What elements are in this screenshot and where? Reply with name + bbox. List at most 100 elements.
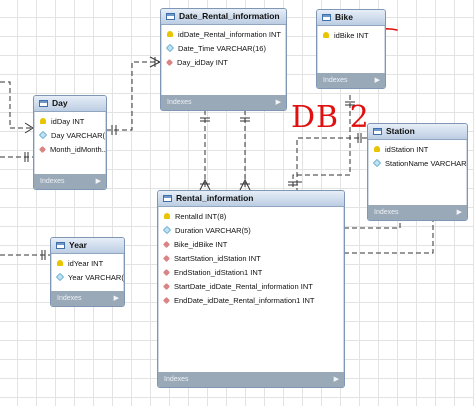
column-label: idDay INT bbox=[51, 117, 85, 126]
tick-day bbox=[111, 125, 117, 135]
indexes-label: Indexes bbox=[374, 209, 399, 216]
table-header[interactable]: Date_Rental_information bbox=[161, 9, 286, 25]
table-header[interactable]: Rental_information bbox=[158, 191, 344, 207]
column-row[interactable]: StationName VARCHAR(... bbox=[368, 157, 467, 171]
attribute-icon bbox=[165, 43, 175, 53]
column-label: idDate_Rental_information INT bbox=[178, 30, 281, 39]
indexes-footer[interactable]: Indexes ▶ bbox=[368, 205, 467, 220]
tick-bike bbox=[345, 101, 355, 106]
indexes-footer[interactable]: Indexes ▶ bbox=[161, 95, 286, 110]
column-label: Year VARCHAR(... bbox=[68, 273, 124, 282]
attribute-icon bbox=[372, 158, 382, 168]
tick-date-2 bbox=[240, 117, 250, 122]
primary-key-icon bbox=[374, 146, 380, 152]
column-row[interactable]: EndDate_idDate_Rental_information1 INT bbox=[158, 294, 344, 308]
column-label: Day_idDay INT bbox=[177, 58, 228, 67]
indexes-label: Indexes bbox=[167, 99, 192, 106]
table-rental-information[interactable]: Rental_information RentalId INT(8) Durat… bbox=[157, 190, 345, 388]
foreign-key-icon bbox=[162, 240, 171, 249]
foreign-key-icon bbox=[162, 296, 171, 305]
expand-arrow-icon[interactable]: ▶ bbox=[374, 77, 380, 84]
column-row[interactable]: StartDate_idDate_Rental_information INT bbox=[158, 280, 344, 294]
foreign-key-icon bbox=[38, 145, 47, 154]
column-row[interactable]: Day VARCHAR( bbox=[34, 129, 106, 143]
column-row[interactable]: idDate_Rental_information INT bbox=[161, 28, 286, 42]
column-label: Month_idMonth... bbox=[50, 145, 106, 154]
column-label: StartStation_idStation INT bbox=[174, 254, 261, 263]
expand-arrow-icon[interactable]: ▶ bbox=[95, 178, 101, 185]
table-icon bbox=[322, 14, 331, 21]
column-label: RentalId INT(8) bbox=[175, 212, 227, 221]
table-year[interactable]: Year idYear INT Year VARCHAR(... Indexes… bbox=[50, 237, 125, 307]
table-title: Bike bbox=[335, 12, 353, 22]
primary-key-icon bbox=[323, 32, 329, 38]
tick-offscreen-day bbox=[24, 152, 29, 162]
expand-arrow-icon[interactable]: ▶ bbox=[113, 295, 119, 302]
table-header[interactable]: Station bbox=[368, 124, 467, 140]
indexes-label: Indexes bbox=[164, 376, 189, 383]
table-icon bbox=[56, 242, 65, 249]
table-header[interactable]: Bike bbox=[317, 10, 385, 26]
indexes-footer[interactable]: Indexes ▶ bbox=[317, 73, 385, 88]
indexes-footer[interactable]: Indexes ▶ bbox=[51, 291, 124, 306]
table-icon bbox=[373, 128, 382, 135]
table-bike[interactable]: Bike idBike INT Indexes ▶ bbox=[316, 9, 386, 89]
attribute-icon bbox=[55, 272, 65, 282]
column-row[interactable]: EndStation_idStation1 INT bbox=[158, 266, 344, 280]
crowfoot-rental-2 bbox=[239, 178, 251, 191]
attribute-icon bbox=[162, 225, 172, 235]
table-icon bbox=[39, 100, 48, 107]
column-row[interactable]: Month_idMonth... bbox=[34, 143, 106, 157]
column-row[interactable]: RentalId INT(8) bbox=[158, 210, 344, 224]
table-title: Year bbox=[69, 240, 87, 250]
column-label: Day VARCHAR( bbox=[51, 131, 106, 140]
column-row[interactable]: Day_idDay INT bbox=[161, 56, 286, 70]
link-station-rental bbox=[296, 137, 367, 190]
column-label: EndDate_idDate_Rental_information1 INT bbox=[174, 296, 315, 305]
table-icon bbox=[166, 13, 175, 20]
foreign-key-icon bbox=[165, 58, 174, 67]
indexes-label: Indexes bbox=[57, 295, 82, 302]
column-label: idStation INT bbox=[385, 145, 429, 154]
indexes-footer[interactable]: Indexes ▶ bbox=[34, 174, 106, 189]
expand-arrow-icon[interactable]: ▶ bbox=[333, 376, 339, 383]
primary-key-icon bbox=[164, 213, 170, 219]
expand-arrow-icon[interactable]: ▶ bbox=[456, 209, 462, 216]
column-row[interactable]: idStation INT bbox=[368, 143, 467, 157]
column-label: Date_Time VARCHAR(16) bbox=[178, 44, 266, 53]
table-header[interactable]: Year bbox=[51, 238, 124, 254]
foreign-key-icon bbox=[162, 254, 171, 263]
table-title: Day bbox=[52, 98, 68, 108]
table-date-rental-information[interactable]: Date_Rental_information idDate_Rental_in… bbox=[160, 8, 287, 111]
primary-key-icon bbox=[40, 118, 46, 124]
column-row[interactable]: Duration VARCHAR(5) bbox=[158, 224, 344, 238]
table-station[interactable]: Station idStation INT StationName VARCHA… bbox=[367, 123, 468, 221]
column-row[interactable]: idDay INT bbox=[34, 115, 106, 129]
table-day[interactable]: Day idDay INT Day VARCHAR( Month_idMonth… bbox=[33, 95, 107, 190]
tick-station bbox=[357, 133, 362, 143]
primary-key-icon bbox=[57, 260, 63, 266]
column-row[interactable]: Year VARCHAR(... bbox=[51, 271, 124, 285]
indexes-footer[interactable]: Indexes ▶ bbox=[158, 372, 344, 387]
column-row[interactable]: idBike INT bbox=[317, 29, 385, 43]
column-row[interactable]: Date_Time VARCHAR(16) bbox=[161, 42, 286, 56]
table-title: Rental_information bbox=[176, 193, 254, 203]
attribute-icon bbox=[38, 130, 48, 140]
tick-date-1 bbox=[200, 117, 210, 122]
column-row[interactable]: idYear INT bbox=[51, 257, 124, 271]
column-label: idBike INT bbox=[334, 31, 369, 40]
table-icon bbox=[163, 195, 172, 202]
column-row[interactable]: Bike_idBike INT bbox=[158, 238, 344, 252]
column-label: idYear INT bbox=[68, 259, 104, 268]
indexes-label: Indexes bbox=[323, 77, 348, 84]
column-row[interactable]: StartStation_idStation INT bbox=[158, 252, 344, 266]
primary-key-icon bbox=[167, 31, 173, 37]
expand-arrow-icon[interactable]: ▶ bbox=[275, 99, 281, 106]
indexes-label: Indexes bbox=[40, 178, 65, 185]
link-station-rental-2 bbox=[344, 208, 401, 229]
foreign-key-icon bbox=[162, 268, 171, 277]
foreign-key-icon bbox=[162, 282, 171, 291]
table-header[interactable]: Day bbox=[34, 96, 106, 112]
column-label: StartDate_idDate_Rental_information INT bbox=[174, 282, 313, 291]
